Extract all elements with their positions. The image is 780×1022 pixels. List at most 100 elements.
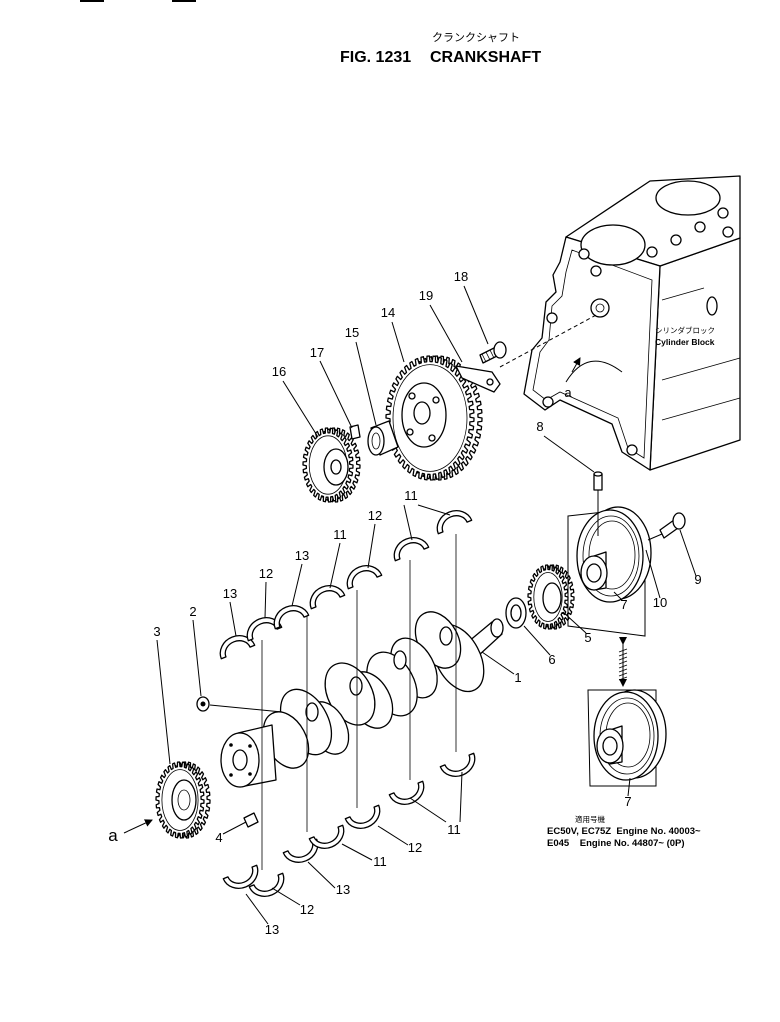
- view-arrow-a: [123, 819, 153, 834]
- bolt-18-head: [493, 341, 507, 359]
- leader-line: [222, 821, 247, 835]
- interchange-arrow-hatch: [618, 648, 628, 681]
- pin-4: [243, 812, 259, 828]
- pulley-7-upper-groove: [582, 515, 640, 597]
- crank-rear-end: [490, 618, 504, 638]
- block-bolt-hole: [694, 221, 706, 233]
- bearing-11-upper: [436, 510, 473, 535]
- applicability-line-2: E045 Engine No. 44807~ (0P): [547, 838, 685, 849]
- gear-14-root-circle: [392, 364, 468, 472]
- block-dowel-hole: [546, 312, 558, 324]
- callout-14: 14: [381, 305, 395, 320]
- callout-12-upper-front: 12: [259, 566, 273, 581]
- gear-14-bolt-hole: [408, 392, 416, 400]
- crank-front-bore: [232, 749, 248, 771]
- bushing-15-bore: [371, 432, 381, 450]
- gear-5-root-circle: [533, 572, 563, 622]
- leader-line: [562, 611, 587, 634]
- callout-11-lower: 11: [373, 854, 387, 869]
- leader-line: [377, 825, 409, 846]
- block-arrow: [571, 357, 581, 373]
- callout-12-upper: 12: [368, 508, 382, 523]
- timing-gear-14: [385, 355, 483, 481]
- page-title: CRANKSHAFT: [430, 49, 541, 66]
- thrust-washer-13-lower: [222, 864, 259, 889]
- gear-14-bore: [413, 401, 431, 425]
- gear-16-bore: [330, 459, 342, 475]
- callout-16: 16: [272, 364, 286, 379]
- bolt-9-head: [672, 512, 686, 530]
- gear-5-hub: [542, 582, 562, 614]
- title-japanese: クランクシャフト: [432, 31, 520, 44]
- leader-line: [613, 591, 623, 601]
- bearing-11-upper: [309, 585, 346, 610]
- callout-13-lower-front: 13: [265, 922, 279, 937]
- crank-front-hole: [229, 743, 233, 747]
- bolt-2-socket: [200, 701, 206, 707]
- block-bolt-hole: [722, 226, 734, 238]
- crankshaft-1: [220, 611, 504, 788]
- leader-line: [355, 341, 377, 426]
- callout-4: 4: [215, 830, 222, 845]
- block-threaded-hole-inner: [595, 303, 605, 313]
- callout-1: 1: [514, 670, 521, 685]
- callout-11-upper: 11: [333, 527, 347, 542]
- callout-6: 6: [548, 652, 555, 667]
- callout-3: 3: [153, 624, 160, 639]
- applicability-line-1: EC50V, EC75Z Engine No. 40003~: [547, 826, 701, 837]
- block-side-port: [706, 296, 718, 316]
- leader-line: [341, 843, 373, 861]
- bearing-11-lower: [439, 752, 476, 777]
- bearing-11-lower: [308, 824, 345, 849]
- callout-9: 9: [694, 572, 701, 587]
- callout-11-upper-bracket: 11: [404, 488, 418, 503]
- callout-10: 10: [653, 595, 667, 610]
- cylinder-block-label-ja: シリンダブロック: [655, 325, 715, 335]
- callout-8: 8: [536, 419, 543, 434]
- callout-12-lower: 12: [408, 840, 422, 855]
- leader-line: [647, 533, 663, 541]
- gear-14-bolt-hole: [406, 428, 414, 436]
- leader-line: [291, 563, 303, 607]
- leader-line: [307, 861, 336, 889]
- cylinder-bore-icon: [655, 180, 721, 216]
- callout-2: 2: [189, 604, 196, 619]
- block-dowel-hole: [626, 444, 638, 456]
- figure-number: FIG. 1231: [340, 49, 411, 66]
- block-right-face: [649, 237, 741, 471]
- leader-line: [481, 651, 515, 675]
- leader-line: [459, 771, 463, 823]
- bearing-12-upper: [246, 617, 283, 642]
- crank-front-hole: [248, 772, 252, 776]
- pulley-7-lower-bore: [602, 736, 618, 756]
- crank-pin: [393, 650, 407, 670]
- cylinder-block: [523, 175, 741, 471]
- bearing-12-lower: [344, 804, 381, 829]
- block-side-ribs: [661, 287, 741, 421]
- callout-7-lower: 7: [624, 794, 631, 809]
- leader-line: [156, 639, 171, 765]
- leader-line: [229, 601, 237, 637]
- crank-gear-3: [155, 761, 211, 839]
- leader-line: [209, 704, 283, 713]
- leader-line: [463, 285, 489, 345]
- leader-line: [679, 529, 697, 577]
- block-dowel-hole: [542, 396, 554, 408]
- applicability-heading: 適用号機: [575, 814, 605, 824]
- gear-3-hub: [171, 779, 197, 821]
- gear-16: [302, 427, 361, 503]
- callout-19: 19: [419, 288, 433, 303]
- block-bolt-hole: [670, 234, 682, 246]
- bearing-11-upper: [393, 537, 430, 562]
- leader-line: [282, 380, 319, 438]
- crank-front-hole: [229, 773, 233, 777]
- block-threaded-hole: [590, 298, 610, 318]
- pulley-7-upper-groove: [588, 520, 636, 590]
- block-gasket-outline: [532, 249, 653, 459]
- leader-line: [409, 797, 447, 823]
- pulley-7: [567, 506, 667, 787]
- leader-line: [245, 893, 269, 925]
- bolt-18-thread: [481, 349, 495, 363]
- callout-13-upper: 13: [295, 548, 309, 563]
- pulley-7-upper-front: [576, 509, 644, 603]
